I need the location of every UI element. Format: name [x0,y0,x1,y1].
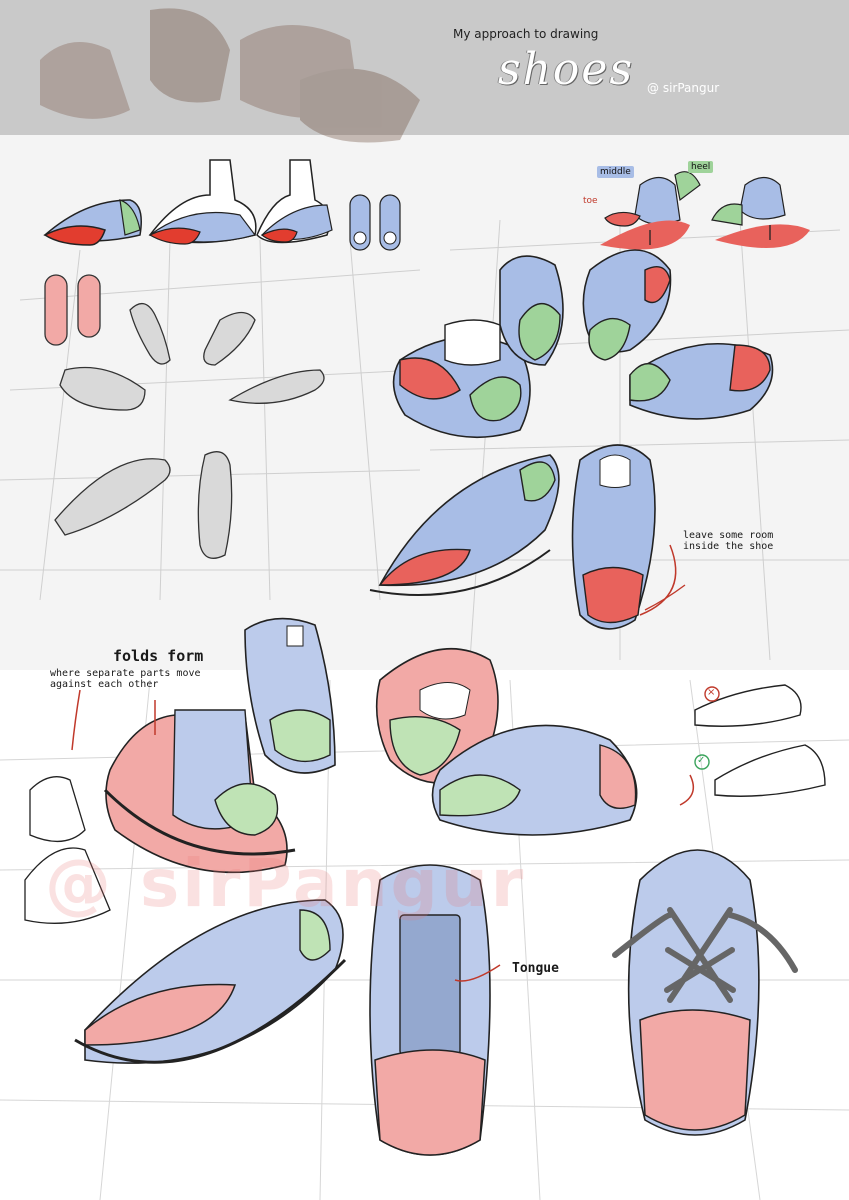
step-shoe-3 [256,159,333,244]
header-banner [0,0,849,150]
note-leave-room: leave some room inside the shoe [683,530,774,552]
construction-shoe-c [582,249,672,361]
construction-shoe-e [369,454,560,596]
header-title: shoes [498,44,635,95]
construction-shoe-b [499,255,564,366]
step-shoe-2 [148,159,257,245]
right-marker-icon: ✓ [697,755,706,766]
note-folds-description: where separate parts move against each o… [50,668,201,690]
comparison-shoe-right [714,744,826,797]
construction-shoe-a [392,319,531,439]
label-heel: heel [688,161,714,173]
watermark: @ sirPangur [45,845,527,922]
rendered-tongue-shoe [369,864,491,1156]
header-handle: @ sirPangur [647,81,720,95]
rendered-boot-back [244,617,336,774]
banner-shoe-illustrations [40,8,420,143]
note-folds-title: folds form [113,647,204,665]
label-middle: middle [597,166,634,178]
parts-exploded-diagram [600,171,810,250]
sole-outlines [44,274,325,559]
rendered-laced-sneaker [612,849,798,1136]
header-subtitle: My approach to drawing [453,27,599,41]
construction-shoe-d [629,342,774,420]
rendered-boot-large [103,709,296,874]
note-tongue: Tongue [512,961,559,976]
construction-shoe-f [571,444,686,630]
step-shoe-topview [349,194,401,251]
label-toe: toe [583,196,598,206]
example-boots-sketch [24,776,111,924]
markers [694,686,720,770]
rendered-sneaker-side [431,724,638,836]
wrong-marker-icon: × [707,687,716,698]
annotation-arrows [71,544,695,982]
step-shoe-1 [43,199,142,246]
rendered-slipon [74,899,347,1064]
comparison-shoe-wrong [694,684,802,727]
